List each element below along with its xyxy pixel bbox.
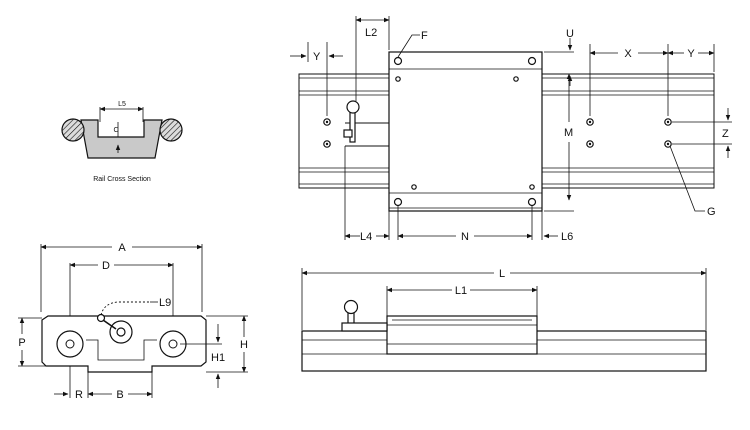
lock-knob-side: [343, 299, 359, 315]
dim-label-z: Z: [722, 128, 729, 140]
dim-label-n: N: [461, 231, 469, 243]
dim-label-x: X: [624, 48, 632, 60]
lock-lever: [102, 319, 117, 330]
dim-label-l2: L2: [365, 27, 377, 39]
carriage-side: [386, 315, 538, 355]
dim-label-p: P: [18, 337, 25, 349]
dim-label-m: M: [564, 127, 573, 139]
dim-label-y-left: Y: [313, 51, 321, 63]
end-view: A D L9 P H H1: [18, 242, 248, 401]
top-view: Y L2 F U M X Y Z G: [290, 16, 732, 243]
dim-label-h1: H1: [211, 352, 225, 364]
dim-label-l4: L4: [360, 231, 372, 243]
rail-cross-section: L5 C Rail Cross Section: [61, 101, 183, 183]
dim-label-l1: L1: [455, 285, 467, 297]
rail-rod-right: [159, 118, 183, 142]
rail-profile: [80, 119, 163, 159]
dim-label-f: F: [421, 30, 428, 42]
dim-label-u: U: [566, 28, 574, 40]
dim-label-c: C: [113, 127, 118, 134]
dim-label-h: H: [240, 339, 248, 351]
dim-label-l5: L5: [118, 101, 126, 108]
dim-label-y-right: Y: [687, 48, 695, 60]
dim-label-l9: L9: [159, 297, 171, 309]
dim-label-b: B: [116, 389, 123, 401]
dim-label-l: L: [499, 268, 505, 280]
dim-label-l6: L6: [561, 231, 573, 243]
cross-section-caption: Rail Cross Section: [93, 176, 151, 183]
dim-label-d: D: [102, 260, 110, 272]
dim-label-r: R: [75, 389, 83, 401]
dim-label-a: A: [118, 242, 126, 254]
side-view: L L1: [301, 268, 707, 372]
dim-label-g: G: [707, 206, 716, 218]
rail-rod-left: [61, 118, 85, 142]
lock-knob-top: [346, 100, 360, 114]
